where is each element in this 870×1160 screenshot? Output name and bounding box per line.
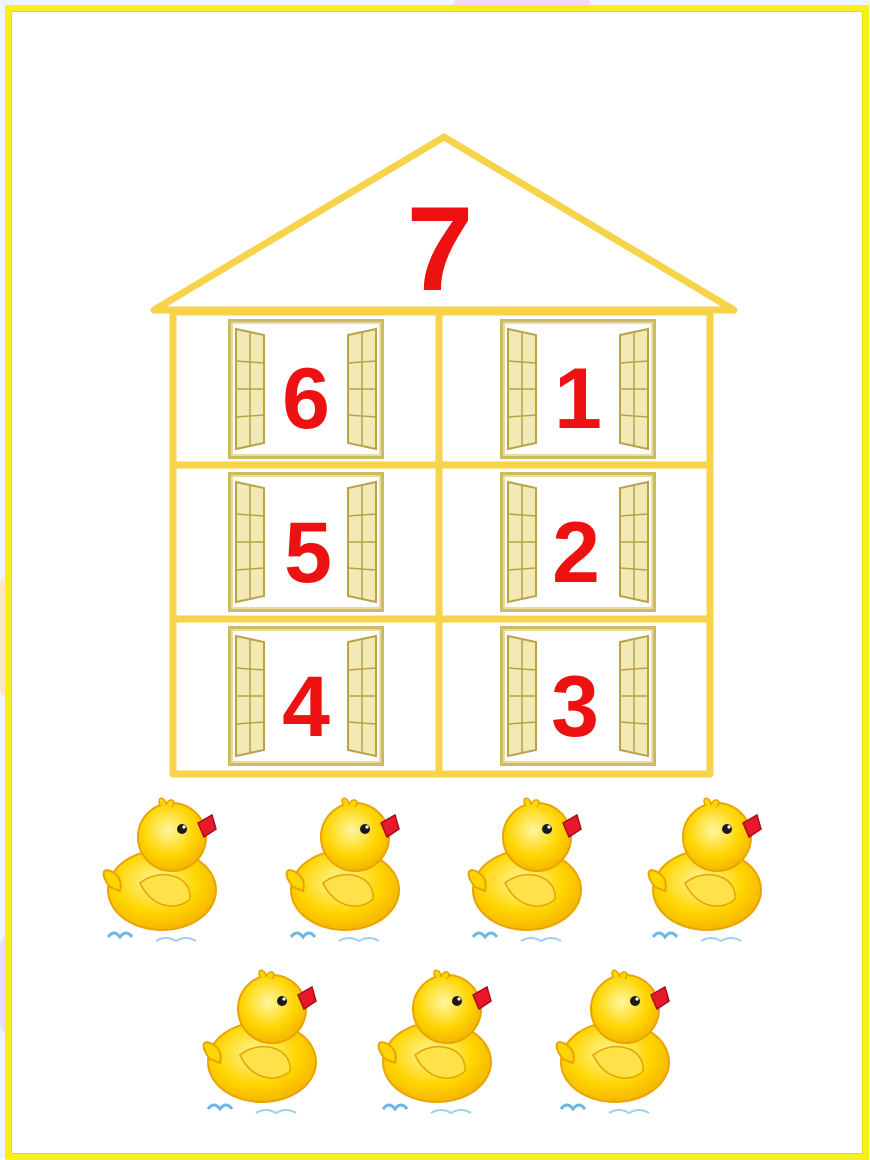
duckling-icon [287, 798, 399, 941]
roof-number: 7 [407, 182, 474, 316]
window-number: 3 [551, 659, 599, 755]
duckling-icon [104, 798, 216, 941]
duckling-icon [204, 970, 316, 1113]
window-number: 2 [552, 505, 600, 601]
duckling-icon [649, 798, 761, 941]
ducklings [104, 798, 761, 1113]
window-number: 5 [284, 505, 332, 601]
window-number: 1 [554, 351, 602, 447]
duckling-icon [469, 798, 581, 941]
duckling-icon [379, 970, 491, 1113]
duckling-icon [557, 970, 669, 1113]
window-number: 6 [282, 351, 330, 447]
window-number: 4 [282, 659, 330, 755]
